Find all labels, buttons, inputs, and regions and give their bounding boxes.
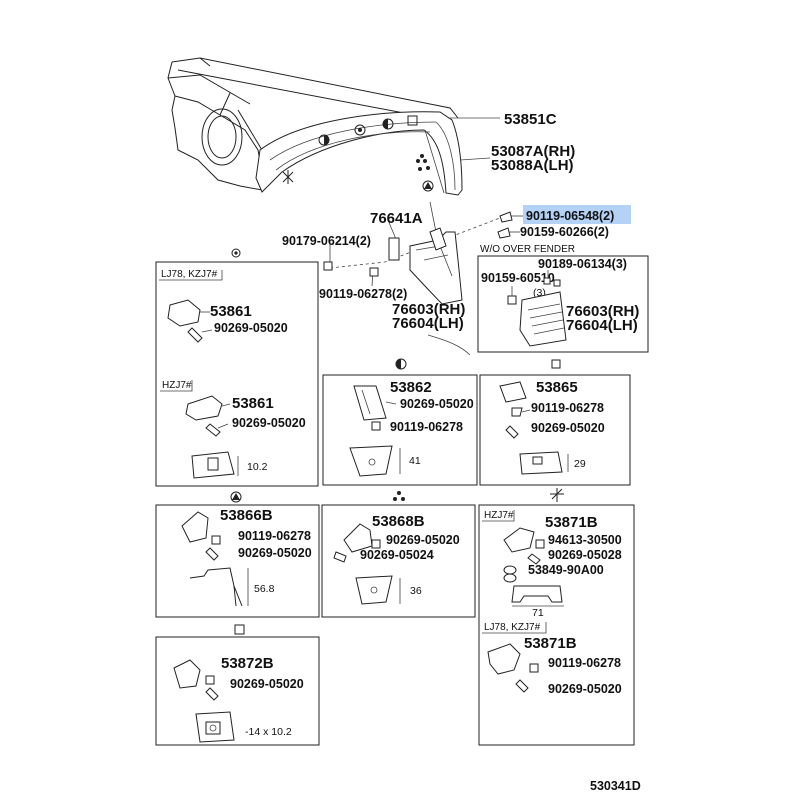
label-94613-30500: 94613-30500 (548, 533, 622, 547)
label-53861-b: 53861 (232, 395, 274, 412)
label-53872b: 53872B (221, 655, 274, 672)
label-53871b-90119: 90119-06278 (548, 656, 621, 670)
box-53865: 53865 90119-06278 90269-05020 29 (479, 374, 631, 486)
label-53851c: 53851C (504, 111, 557, 128)
box-53871b: HZJ7# 53871B 94613-30500 90269-05028 538… (478, 504, 635, 746)
label-53868b-bolt2: 90269-05024 (360, 548, 434, 562)
label-90269-05028: 90269-05028 (548, 548, 622, 562)
section-symbols (230, 248, 564, 635)
label-90269-05020-b: 90269-05020 (232, 416, 306, 430)
label-53872b-bolt: 90269-05020 (230, 677, 304, 691)
label-76604-wo: 76604(LH) (566, 317, 638, 334)
label-90159-60510: 90159-60510 (481, 271, 555, 285)
dim-14x10-2: -14 x 10.2 (245, 726, 292, 738)
dim-29: 29 (574, 458, 586, 470)
label-90119-06548[interactable]: 90119-06548(2) (526, 209, 614, 223)
label-53871b-a: 53871B (545, 514, 598, 531)
label-53868b-bolt1: 90269-05020 (386, 533, 460, 547)
label-53865-bolt1: 90119-06278 (531, 401, 604, 415)
label-53088a: 53088A(LH) (491, 157, 574, 174)
box-53868b: 53868B 90269-05020 90269-05024 36 (321, 504, 476, 618)
label-90269-05020-a: 90269-05020 (214, 321, 288, 335)
hdr-hzj7-b: HZJ7# (484, 510, 514, 521)
label-53849-90a00: 53849-90A00 (528, 563, 604, 577)
label-53866b-bolt1: 90119-06278 (238, 529, 311, 543)
label-53865-bolt2: 90269-05020 (531, 421, 605, 435)
box-53866b: 53866B 90119-06278 90269-05020 56.8 (155, 504, 320, 618)
label-90189-06134: 90189-06134(3) (538, 257, 627, 271)
label-53862: 53862 (390, 379, 432, 396)
fastener-icons (323, 211, 513, 277)
label-53861-a: 53861 (210, 303, 252, 320)
label-90179-06214: 90179-06214(2) (282, 234, 371, 248)
dim-56-8: 56.8 (254, 583, 275, 595)
fender-flare (255, 111, 471, 356)
label-53865: 53865 (536, 379, 578, 396)
label-53868b: 53868B (372, 513, 425, 530)
dim-71: 71 (532, 607, 544, 619)
label-53871b-b: 53871B (524, 635, 577, 652)
label-90119-06278: 90119-06278(2) (319, 287, 407, 301)
diagram-id: 530341D (590, 779, 641, 793)
wo-over-fender-title: W/O OVER FENDER (480, 244, 575, 255)
dim-10-2: 10.2 (247, 461, 268, 473)
dim-36: 36 (410, 585, 422, 597)
hdr-lj78-kzj7-b: LJ78, KZJ7# (484, 622, 541, 633)
hdr-lj78-kzj7: LJ78, KZJ7# (161, 269, 218, 280)
dim-41: 41 (409, 455, 421, 467)
mud-flap-bracket (388, 227, 447, 261)
label-76641a: 76641A (370, 210, 423, 227)
label-53862-bolt2: 90119-06278 (390, 420, 463, 434)
label-76603: 76603(RH) (392, 301, 465, 318)
label-76603-wo: 76603(RH) (566, 303, 639, 320)
label-53866b: 53866B (220, 507, 273, 524)
box-53861: LJ78, KZJ7# 53861 90269-05020 HZJ7# 5386… (155, 261, 319, 487)
label-53087a: 53087A(RH) (491, 143, 575, 160)
box-53872b: 53872B 90269-05020 -14 x 10.2 (155, 636, 320, 746)
label-53862-bolt1: 90269-05020 (400, 397, 474, 411)
label-90159-60266: 90159-60266(2) (520, 225, 609, 239)
wo-over-fender-box: W/O OVER FENDER 90189-06134(3) 90159-605… (477, 244, 649, 353)
label-53866b-bolt2: 90269-05020 (238, 546, 312, 560)
highlight-90119-06548 (523, 205, 631, 224)
hdr-hzj7: HZJ7# (162, 380, 192, 391)
box-53862: 53862 90269-05020 90119-06278 41 (322, 374, 478, 486)
label-53871b-90269: 90269-05020 (548, 682, 622, 696)
label-76604: 76604(LH) (392, 315, 464, 332)
